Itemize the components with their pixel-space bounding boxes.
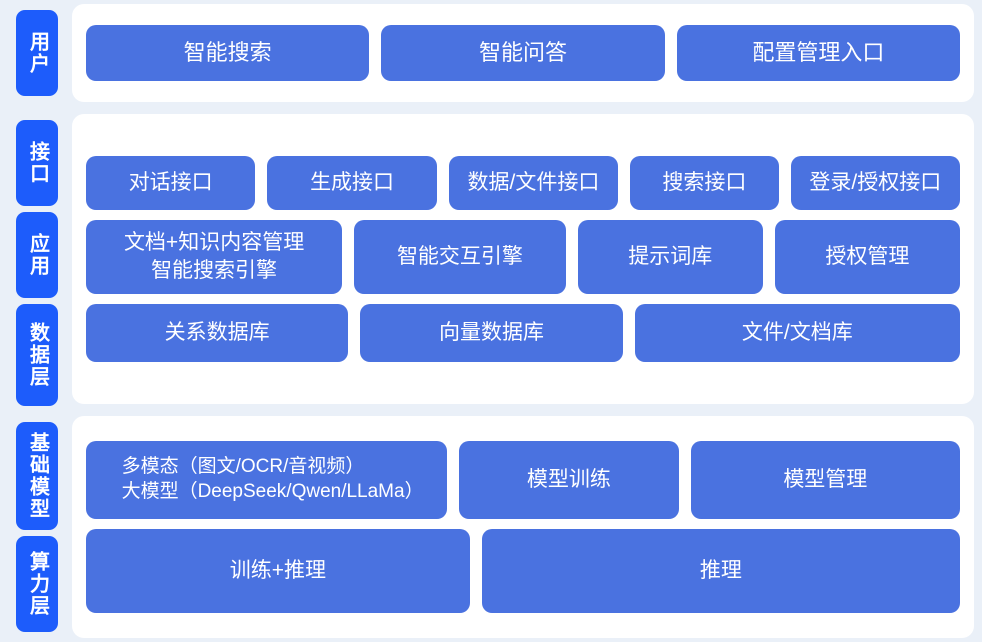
- band-user-labels: 用户: [0, 4, 58, 102]
- card-model-management[interactable]: 模型管理: [690, 441, 960, 519]
- card-intelligent-interaction-engine[interactable]: 智能交互引擎: [354, 220, 566, 294]
- card-intelligent-qa[interactable]: 智能问答: [381, 25, 665, 81]
- row-model: 多模态（图文/OCR/音视频） 大模型（DeepSeek/Qwen/LLaMa）…: [86, 441, 960, 519]
- card-training-plus-inference[interactable]: 训练+推理: [86, 529, 470, 613]
- card-file-document-store[interactable]: 文件/文档库: [634, 304, 960, 362]
- card-dialog-interface[interactable]: 对话接口: [86, 156, 256, 210]
- layer-label-compute: 算力层: [16, 536, 58, 632]
- card-generation-interface[interactable]: 生成接口: [267, 156, 437, 210]
- card-intelligent-search[interactable]: 智能搜索: [86, 25, 370, 81]
- row-data: 关系数据库 向量数据库 文件/文档库: [86, 304, 960, 362]
- card-data-file-interface[interactable]: 数据/文件接口: [448, 156, 619, 210]
- card-multimodal-large-model[interactable]: 多模态（图文/OCR/音视频） 大模型（DeepSeek/Qwen/LLaMa）: [86, 441, 448, 519]
- card-relational-database[interactable]: 关系数据库: [86, 304, 349, 362]
- layer-label-interface: 接口: [16, 120, 58, 206]
- card-search-interface[interactable]: 搜索接口: [630, 156, 779, 210]
- card-document-knowledge-management[interactable]: 文档+知识内容管理 智能搜索引擎: [86, 220, 343, 294]
- layer-label-data: 数据层: [16, 304, 58, 406]
- band-bottom-panel: 多模态（图文/OCR/音视频） 大模型（DeepSeek/Qwen/LLaMa）…: [72, 416, 974, 638]
- band-middle-panel: 对话接口 生成接口 数据/文件接口 搜索接口 登录/授权接口 文档+知识内容管理…: [72, 114, 974, 404]
- row-interface: 对话接口 生成接口 数据/文件接口 搜索接口 登录/授权接口: [86, 156, 960, 210]
- row-application: 文档+知识内容管理 智能搜索引擎 智能交互引擎 提示词库 授权管理: [86, 220, 960, 294]
- row-compute: 训练+推理 推理: [86, 529, 960, 613]
- band-bottom: 基础模型 算力层 多模态（图文/OCR/音视频） 大模型（DeepSeek/Qw…: [0, 416, 982, 638]
- band-user-panel: 智能搜索 智能问答 配置管理入口: [72, 4, 974, 102]
- band-user: 用户 智能搜索 智能问答 配置管理入口: [0, 4, 982, 102]
- row-user: 智能搜索 智能问答 配置管理入口: [86, 25, 960, 81]
- card-prompt-library[interactable]: 提示词库: [577, 220, 763, 294]
- card-authorization-management[interactable]: 授权管理: [774, 220, 960, 294]
- layer-label-user: 用户: [16, 10, 58, 96]
- card-model-training[interactable]: 模型训练: [459, 441, 679, 519]
- card-vector-database[interactable]: 向量数据库: [360, 304, 623, 362]
- band-middle-labels: 接口 应用 数据层: [0, 114, 58, 406]
- band-bottom-labels: 基础模型 算力层: [0, 416, 58, 638]
- layer-label-foundation-model: 基础模型: [16, 422, 58, 530]
- card-config-management-entry[interactable]: 配置管理入口: [676, 25, 960, 81]
- band-middle: 接口 应用 数据层 对话接口 生成接口 数据/文件接口 搜索接口 登录/授权接口…: [0, 114, 982, 406]
- layer-label-application: 应用: [16, 212, 58, 298]
- card-inference[interactable]: 推理: [481, 529, 960, 613]
- card-login-auth-interface[interactable]: 登录/授权接口: [790, 156, 960, 210]
